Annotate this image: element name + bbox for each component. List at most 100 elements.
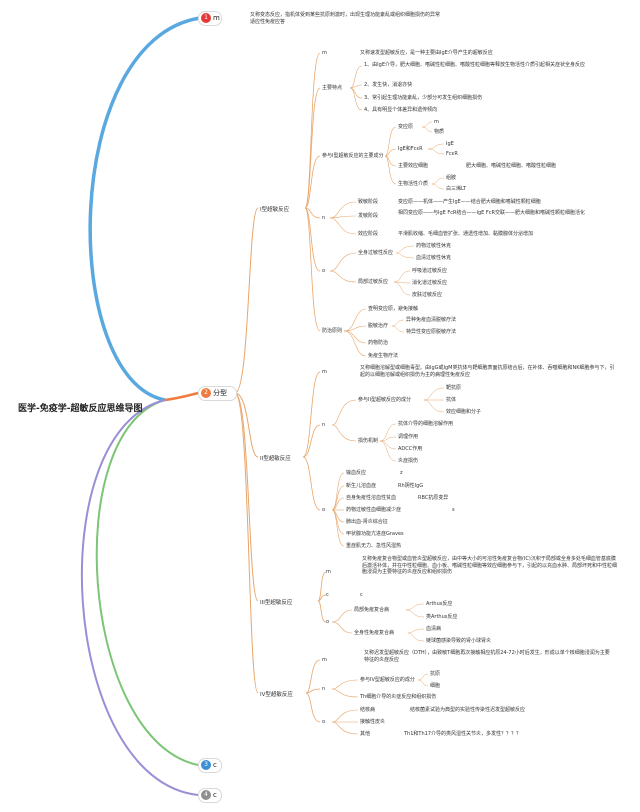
t3-local-label: 局部免疫复合病 [354, 607, 390, 613]
t2-mech-1: 抗体介导的细胞溶解作用 [398, 421, 454, 427]
t1-mediator-1: 组胺 [446, 175, 457, 181]
t1-desens-2: 特异性变应原脱敏疗法 [406, 329, 457, 335]
t1-feature-4: 4、具有明显个体差异和遗传倾向 [364, 107, 438, 113]
type-2-label: II型超敏反应 [260, 456, 291, 462]
branch-4-label: c [213, 791, 217, 799]
t1-prevention-4: 免疫生物疗法 [368, 353, 399, 359]
t2-m-key: m [322, 369, 327, 375]
t2-component-3: 效应细胞和分子 [446, 409, 482, 415]
t3-local-1: Arthus反应 [426, 601, 453, 607]
t2-m-text: 又称细胞溶解型或细胞毒型。由IgG或IgM类抗体与靶细胞表面抗原结合后，在补体、… [360, 365, 615, 378]
t1-cells-text: 肥大细胞、嗜碱性粒细胞、嗜酸性粒细胞 [466, 163, 557, 169]
t1-prevention-label: 防治原则 [322, 328, 343, 334]
t1-allergen-item-1: m [434, 119, 439, 125]
t4-o-key: o [322, 719, 326, 725]
t1-mediator-2: 白三烯LT [446, 186, 467, 192]
t1-n-key: n [322, 215, 326, 221]
t1-ige-item-2: FcεR [446, 151, 458, 157]
t2-disease-1: 输血反应 [346, 470, 367, 476]
t2-disease-3: 自身免疫性溶血性贫血 [346, 495, 397, 501]
t1-prevention-3: 药物防治 [368, 340, 389, 346]
type-4-label: IV型超敏反应 [260, 692, 293, 698]
t4-m-text: 又称迟发型超敏反应（DTH），由致敏T细胞再次接触相应抗原24-72小时后发生，… [364, 650, 610, 663]
t3-systemic-label: 全身性免疫复合病 [354, 630, 395, 636]
t2-disease-3-note: RBC抗原变异 [418, 495, 449, 501]
t2-mech-4: 炎症损伤 [398, 458, 419, 464]
t2-disease-4: 药物过敏性血细胞减少症 [346, 507, 402, 513]
t2-component-2: 抗体 [446, 397, 457, 403]
t3-systemic-1: 血清病 [426, 626, 442, 632]
t1-ige-item-1: IgE [446, 141, 454, 147]
t2-mech-label: 损伤机制 [358, 438, 379, 444]
t1-m-key: m [322, 50, 327, 56]
t4-component-2: 细胞 [430, 683, 441, 689]
t1-desens-1: 异种免疫血清脱敏疗法 [406, 317, 457, 323]
t2-disease-5: 肺出血-肾炎综合征 [346, 519, 388, 525]
t4-components-label: 参与IV型超敏反应的成分 [360, 677, 415, 683]
t2-component-1: 靶抗原 [446, 385, 462, 391]
t3-c-key: c [326, 592, 329, 598]
t1-ige-label: IgE和FcεR [398, 146, 423, 152]
t1-local-label: 局部过敏反应 [358, 279, 389, 285]
branch-2-label: 分型 [213, 389, 227, 397]
definition-text: 又称变态反应，指机体受到某些抗原刺激时，出现生理功能紊乱或组织细胞损伤的异常适应… [250, 12, 441, 25]
t1-stage-1-text: 变应原——机体——产生IgE——结合肥大细胞和嗜碱性颗粒细胞 [398, 199, 541, 205]
branch-3-number: 3 [201, 760, 211, 770]
branch-1-number: 1 [201, 13, 211, 23]
t2-n-key: n [322, 422, 326, 428]
t1-allergen-label: 变应原 [398, 124, 414, 130]
t1-components-label: 参与I型超敏反应的主要成分 [322, 153, 384, 159]
t1-cells-label: 主要效应细胞 [398, 163, 429, 169]
t2-mech-3: ADCC作用 [398, 446, 423, 452]
t1-stage-2-text: 相同变应原——与IgE FcR结合——IgE FcR交联——肥大细胞和嗜碱性颗粒… [398, 210, 585, 216]
t1-mediators-label: 生物活性介质 [398, 181, 429, 187]
t1-stage-2-label: 发敏阶段 [358, 213, 379, 219]
t4-disease-1-label: 结核病 [360, 707, 376, 713]
t1-m-text: 又称速发型超敏反应，是一种主要由IgE介导产生的超敏反应 [360, 50, 493, 56]
t1-allergen-item-2: 物质 [434, 129, 445, 135]
t4-mech-text: Th细胞介导的炎症反应和组织损伤 [360, 694, 437, 700]
t2-disease-1-note: z [400, 470, 403, 476]
t4-m-key: m [322, 657, 327, 663]
type-3-label: III型超敏反应 [260, 600, 293, 606]
t2-o-key: o [322, 507, 326, 513]
t3-m-key: m [326, 569, 331, 575]
t4-n-key: n [322, 686, 326, 692]
t3-m-text: 又称免疫复合物型或血管炎型超敏反应，由中等大小的可溶性免疫复合物(IC)沉积于局… [362, 556, 618, 575]
t1-systemic-2: 血清过敏性休克 [416, 255, 452, 261]
t1-feature-2: 2、发生快，消退亦快 [364, 82, 413, 88]
t2-disease-2-note: Rh阴性IgG [398, 483, 424, 489]
t4-disease-1-text: 结核菌素试验为典型的实验性传染性迟发型超敏反应 [410, 707, 526, 713]
t1-o-key: o [322, 268, 326, 274]
t4-disease-3-text: Th1和Th17介导的类风湿性关节炎，多发性？？？？ [404, 731, 521, 737]
branch-4-number: 4 [201, 790, 211, 800]
t1-stage-1-label: 致敏阶段 [358, 199, 379, 205]
branch-2-number: 2 [201, 388, 211, 398]
t1-stage-3-text: 平滑肌收缩、毛细血管扩张、通透性增加、黏膜腺体分泌增加 [398, 231, 534, 237]
t2-disease-4-note: s [452, 507, 455, 513]
t3-local-2: 类Arthus反应 [426, 614, 458, 620]
t1-prevention-1: 查明变应原，避免接触 [368, 306, 419, 312]
t4-disease-3-label: 其他 [360, 731, 371, 737]
t1-local-2: 消化道过敏反应 [412, 280, 448, 286]
type-1-label: I型超敏反应 [260, 207, 290, 213]
t3-c-item: c [360, 592, 363, 598]
t1-stage-3-label: 效应阶段 [358, 231, 379, 237]
t4-component-1: 抗原 [430, 671, 441, 677]
t1-feature-1: 1、由IgE介导，肥大细胞、嗜碱性粒细胞、嗜酸性粒细胞等释放生物活性介质引起相关… [364, 62, 585, 68]
t2-disease-2: 新生儿溶血症 [346, 483, 377, 489]
t2-disease-7: 重症肌无力、急性风湿热 [346, 543, 402, 549]
t1-feature-3: 3、常引起生理功能紊乱，少部分可发生组织细胞损伤 [364, 95, 483, 101]
t1-systemic-label: 全身过敏性反应 [358, 250, 394, 256]
t2-mech-2: 调理作用 [398, 434, 419, 440]
t3-systemic-2: 链球菌感染导致的肾小球肾炎 [426, 638, 492, 644]
t1-local-3: 皮肤过敏反应 [412, 292, 443, 298]
t1-systemic-1: 药物过敏性休克 [416, 243, 452, 249]
t3-o-key: o [326, 619, 330, 625]
t2-components-label: 参与II型超敏反应的成分 [358, 397, 411, 403]
